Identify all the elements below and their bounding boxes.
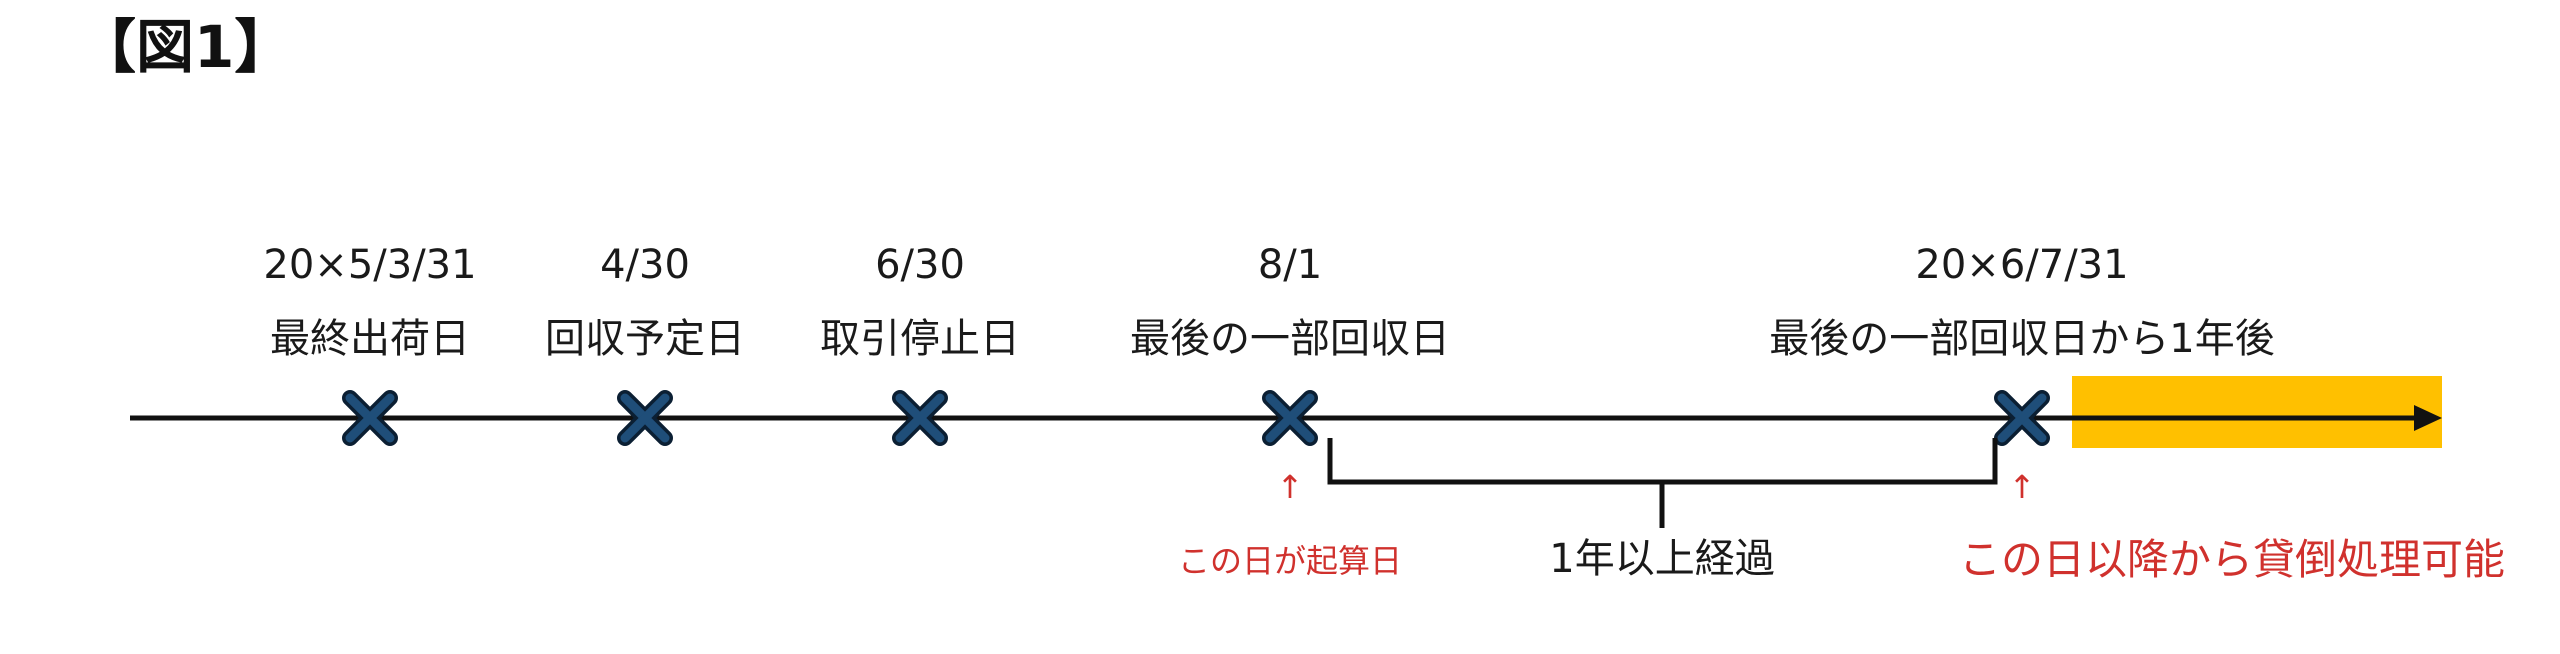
interval-label: 1年以上経過 bbox=[1549, 536, 1774, 582]
timeline-arrowhead-icon bbox=[2414, 405, 2442, 431]
event-label: 取引停止日 bbox=[820, 316, 1020, 362]
event-date: 4/30 bbox=[600, 242, 690, 288]
x-mark-icon bbox=[617, 390, 673, 446]
up-arrow-icon: ↑ bbox=[2009, 468, 2036, 506]
event-date: 20×6/7/31 bbox=[1915, 242, 2128, 288]
write-off-note: この日以降から貸倒処理可能 bbox=[1959, 535, 2505, 584]
up-arrow-icon: ↑ bbox=[1277, 468, 1304, 506]
event-label: 回収予定日 bbox=[545, 316, 745, 362]
event-markers bbox=[342, 390, 2050, 446]
x-mark-icon bbox=[1262, 390, 1318, 446]
start-date-note: この日が起算日 bbox=[1178, 542, 1402, 580]
event-date: 20×5/3/31 bbox=[263, 242, 476, 288]
diagram-title: 【図1】 bbox=[78, 13, 293, 81]
event-date: 6/30 bbox=[875, 242, 965, 288]
x-mark-icon bbox=[1994, 390, 2050, 446]
event-label: 最後の一部回収日 bbox=[1130, 316, 1450, 362]
event-labels: 20×5/3/31 最終出荷日 4/30 回収予定日 6/30 取引停止日 8/… bbox=[263, 242, 2274, 362]
x-mark-icon bbox=[342, 390, 398, 446]
interval-bracket bbox=[1327, 438, 1998, 528]
event-label: 最終出荷日 bbox=[270, 316, 470, 362]
event-label: 最後の一部回収日から1年後 bbox=[1769, 316, 2274, 362]
event-date: 8/1 bbox=[1258, 242, 1322, 288]
x-mark-icon bbox=[892, 390, 948, 446]
eligible-period-highlight bbox=[2072, 376, 2442, 448]
